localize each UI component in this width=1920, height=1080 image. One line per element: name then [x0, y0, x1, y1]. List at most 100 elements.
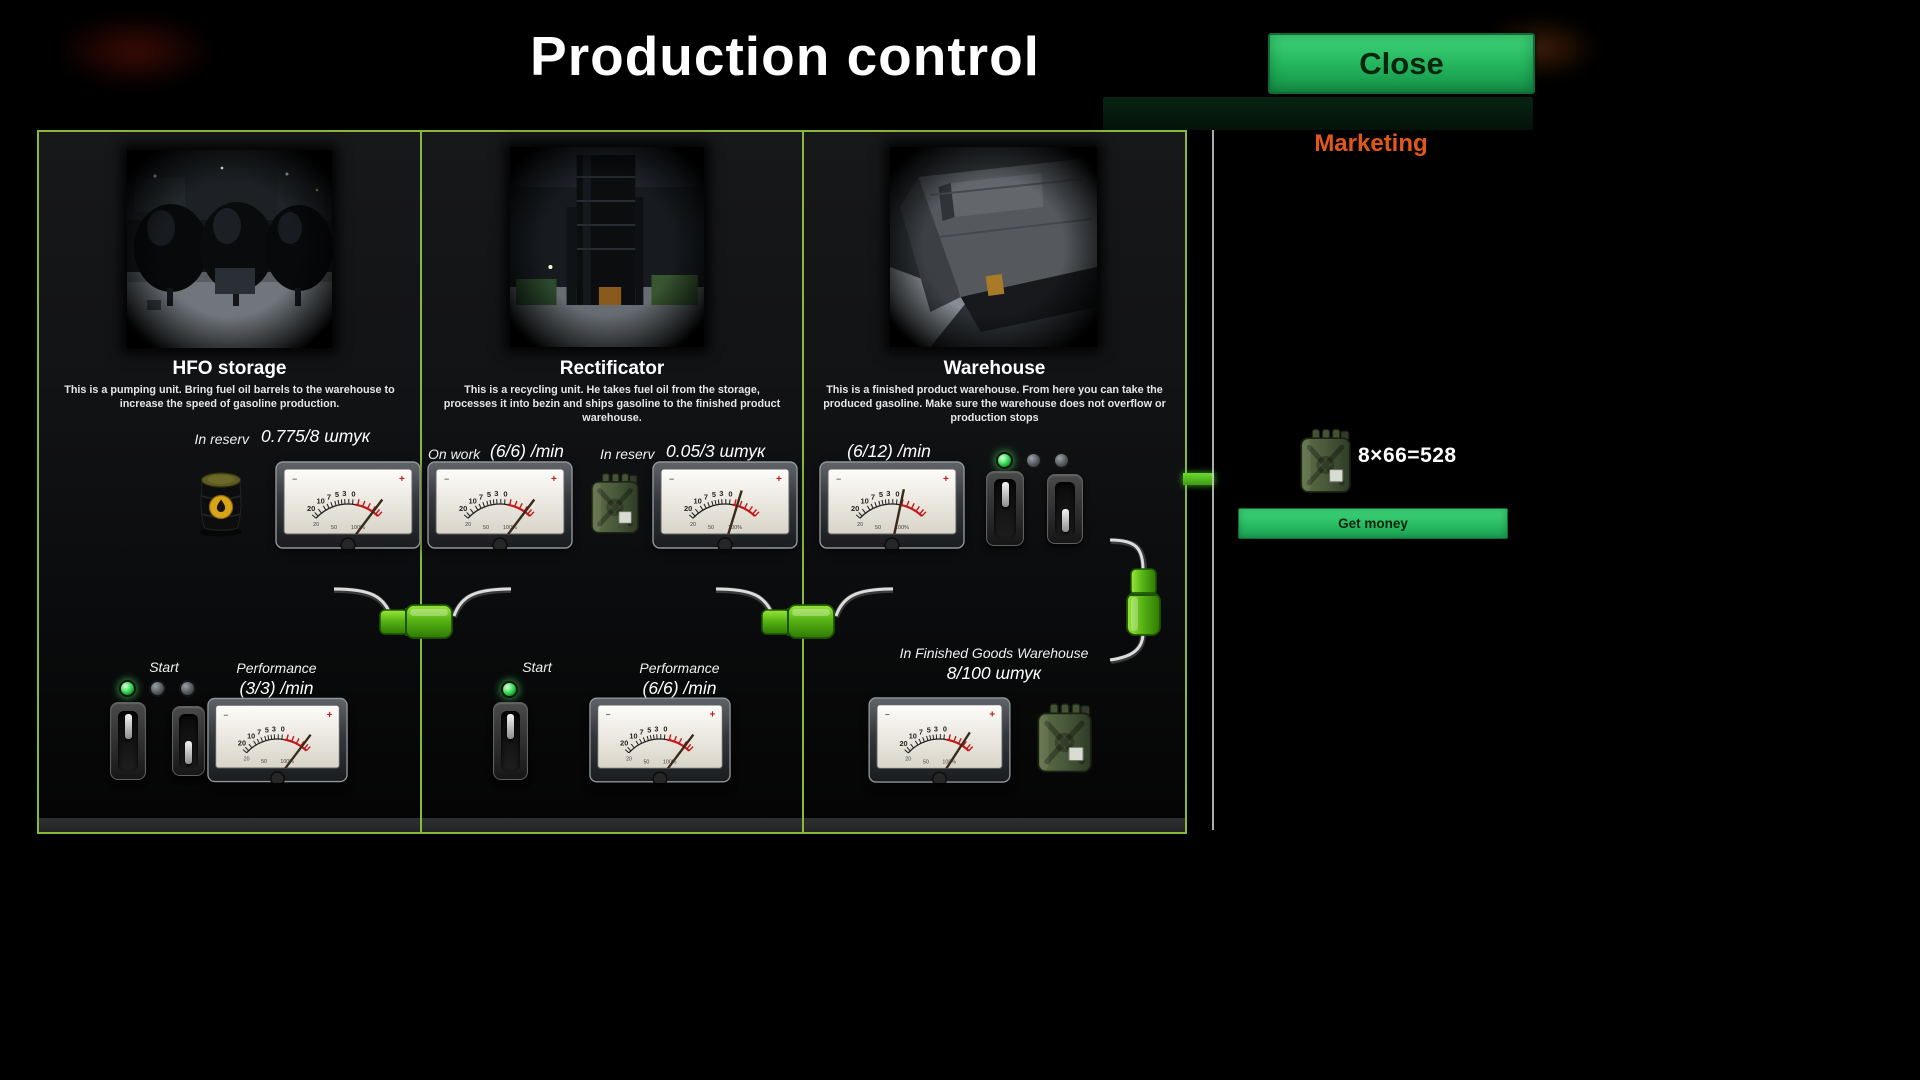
- start-label: Start: [522, 659, 552, 675]
- svg-text:50: 50: [708, 525, 714, 531]
- svg-text:20: 20: [626, 756, 632, 762]
- svg-text:20: 20: [307, 504, 315, 513]
- svg-text:5: 5: [265, 725, 269, 734]
- svg-text:3: 3: [886, 489, 890, 498]
- svg-text:20: 20: [465, 522, 471, 528]
- svg-text:5: 5: [487, 490, 491, 499]
- rectificator-photo: [510, 147, 704, 347]
- svg-text:0: 0: [895, 489, 899, 498]
- panel-description: This is a finished product warehouse. Fr…: [823, 384, 1166, 425]
- svg-text:−: −: [885, 710, 890, 720]
- svg-text:+: +: [989, 710, 995, 721]
- svg-text:−: −: [606, 710, 611, 720]
- onwork-value: (6/6) /min: [490, 441, 564, 461]
- reserve-value: 0.775/8 штук: [261, 426, 370, 446]
- svg-text:20: 20: [238, 739, 246, 748]
- start-label: Start: [149, 659, 179, 675]
- money-formula: 8×66=528: [1358, 444, 1457, 467]
- toggle-lever: [124, 713, 132, 740]
- mode-toggle-switch[interactable]: [172, 706, 205, 776]
- svg-text:7: 7: [327, 493, 331, 502]
- svg-text:10: 10: [909, 732, 917, 741]
- svg-text:+: +: [710, 710, 716, 721]
- svg-text:−: −: [444, 474, 449, 484]
- reserve-label: In reserv: [600, 446, 655, 462]
- rate-value: (6/12) /min: [847, 441, 931, 461]
- panel-description: This is a recycling unit. He takes fuel …: [443, 384, 781, 425]
- performance-label: Performance: [639, 660, 720, 676]
- performance-value: (6/6) /min: [642, 678, 717, 698]
- svg-text:20: 20: [244, 756, 250, 762]
- svg-text:100%: 100%: [503, 525, 517, 531]
- reserve-value: 0.05/3 штук: [666, 441, 766, 461]
- warehouse-toggle-switch[interactable]: [1047, 474, 1083, 544]
- panel-title: HFO storage: [172, 358, 287, 379]
- svg-text:7: 7: [919, 728, 923, 737]
- svg-text:20: 20: [459, 504, 467, 513]
- svg-text:100%: 100%: [895, 525, 909, 531]
- svg-text:5: 5: [712, 490, 716, 499]
- close-button[interactable]: Close: [1268, 33, 1535, 94]
- reserve-label: In reserv: [194, 431, 249, 447]
- connection-indicator: [1183, 473, 1214, 485]
- svg-text:+: +: [551, 474, 557, 485]
- svg-text:0: 0: [281, 725, 285, 734]
- svg-text:+: +: [943, 474, 949, 485]
- svg-text:+: +: [399, 474, 405, 485]
- indicator-light-on: [119, 680, 136, 697]
- warehouse-photo: [890, 147, 1097, 347]
- start-toggle-switch[interactable]: [110, 702, 146, 780]
- svg-text:3: 3: [494, 489, 498, 498]
- svg-text:0: 0: [503, 489, 507, 498]
- svg-text:10: 10: [317, 497, 325, 506]
- svg-text:3: 3: [272, 724, 276, 733]
- onwork-label: On work: [428, 446, 481, 462]
- svg-text:3: 3: [654, 724, 658, 733]
- svg-text:20: 20: [899, 739, 907, 748]
- svg-text:3: 3: [719, 489, 723, 498]
- svg-text:10: 10: [694, 497, 702, 506]
- svg-text:50: 50: [875, 525, 881, 531]
- panel-warehouse: Warehouse This is a finished product war…: [804, 132, 1185, 832]
- svg-text:20: 20: [313, 522, 319, 528]
- svg-text:50: 50: [261, 759, 267, 765]
- svg-text:50: 50: [331, 525, 337, 531]
- svg-text:20: 20: [851, 504, 859, 513]
- svg-text:50: 50: [923, 759, 929, 765]
- performance-value: (3/3) /min: [239, 678, 314, 698]
- warehouse-toggle-switch[interactable]: [986, 471, 1024, 546]
- panel-description: This is a pumping unit. Bring fuel oil b…: [64, 384, 395, 411]
- svg-text:−: −: [669, 474, 674, 484]
- svg-text:7: 7: [871, 493, 875, 502]
- svg-text:5: 5: [927, 725, 931, 734]
- svg-text:10: 10: [861, 497, 869, 506]
- svg-text:20: 20: [905, 757, 911, 763]
- footer-strip: [39, 818, 1185, 832]
- svg-text:7: 7: [257, 728, 261, 737]
- indicator-light-on: [501, 681, 518, 698]
- svg-text:10: 10: [469, 497, 477, 506]
- svg-text:100%: 100%: [663, 759, 677, 765]
- fuel-oil-barrel-icon: [197, 468, 245, 538]
- toggle-lever: [1001, 482, 1009, 508]
- svg-text:20: 20: [690, 522, 696, 528]
- panel-title: Warehouse: [943, 358, 1046, 379]
- svg-text:50: 50: [643, 759, 649, 765]
- svg-text:3: 3: [342, 489, 346, 498]
- start-toggle-switch[interactable]: [493, 702, 528, 780]
- svg-text:5: 5: [879, 490, 883, 499]
- stock-label: In Finished Goods Warehouse: [899, 645, 1089, 661]
- marketing-label[interactable]: Marketing: [1314, 130, 1428, 157]
- svg-text:0: 0: [351, 489, 355, 498]
- gasoline-canister-icon: [1299, 427, 1352, 494]
- indicator-light-on: [996, 452, 1013, 469]
- toggle-lever: [507, 713, 514, 740]
- stock-value: 8/100 штук: [946, 663, 1042, 683]
- get-money-button[interactable]: Get money: [1238, 508, 1508, 539]
- toggle-lever: [185, 741, 192, 765]
- toggle-slot: [500, 710, 521, 772]
